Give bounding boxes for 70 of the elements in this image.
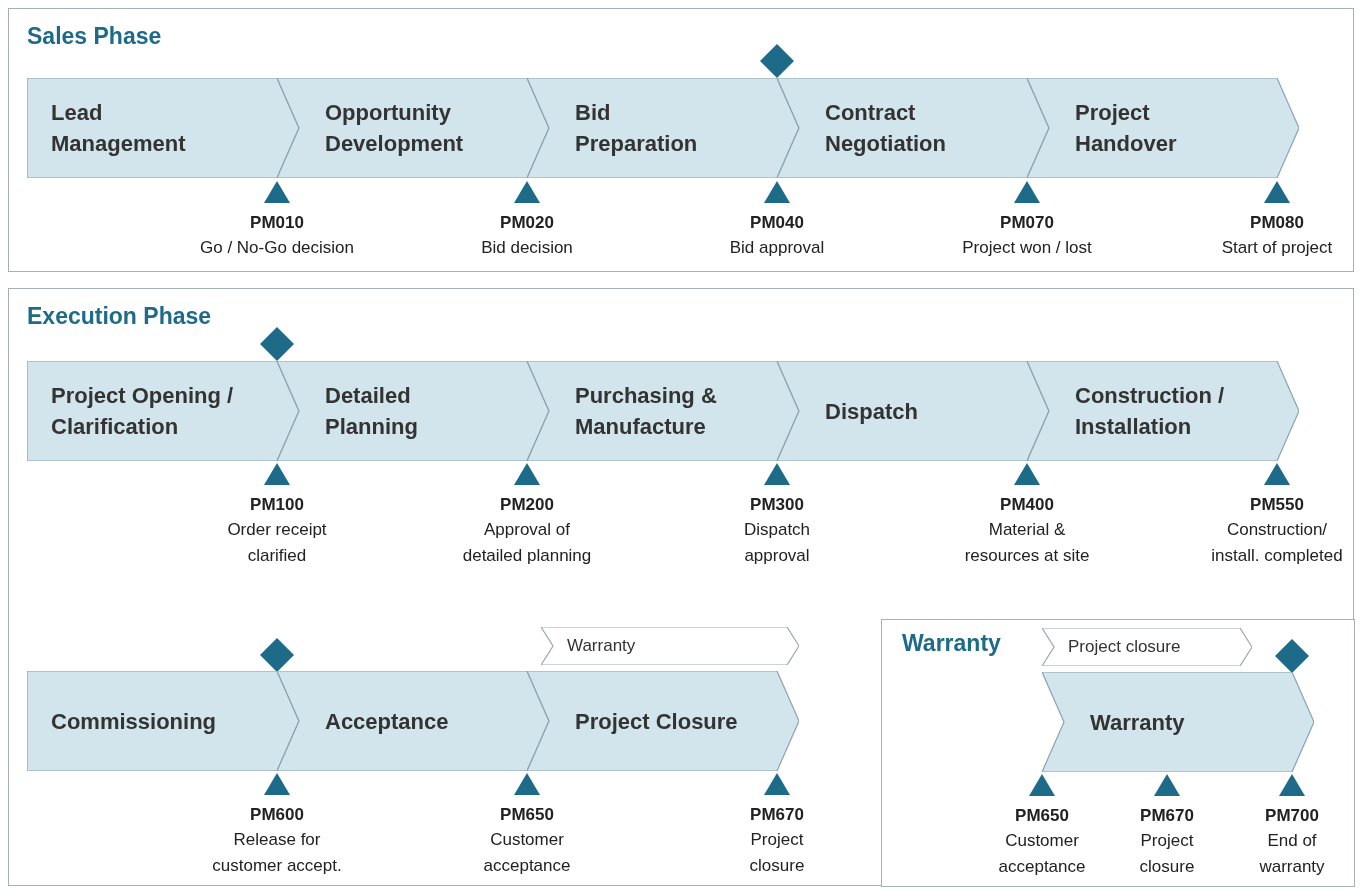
milestone-description: Material & resources at site <box>963 519 1091 567</box>
process-step <box>527 671 799 771</box>
phase-title: Warranty <box>902 630 1001 657</box>
chevron-label: Lead Management <box>51 99 187 158</box>
milestone-code: PM670 <box>1139 805 1195 827</box>
chevron-label: Contract Negotiation <box>825 99 947 158</box>
milestone-code: PM700 <box>1264 805 1320 827</box>
phase-panel <box>8 288 1354 886</box>
milestone-description: Dispatch approval <box>742 519 812 567</box>
warranty-panel <box>881 619 1355 887</box>
phase-panel <box>8 8 1354 272</box>
process-step <box>277 78 549 178</box>
process-step <box>777 361 1049 461</box>
milestone-description: Project closure <box>748 829 806 877</box>
chevron-label: Dispatch <box>825 397 918 426</box>
milestone-code: PM650 <box>1014 805 1070 827</box>
milestone-code: PM600 <box>249 804 305 826</box>
chevron-label: Purchasing & Manufacture <box>575 382 718 441</box>
chevron-label: Warranty <box>1090 708 1185 737</box>
chevron-label: Project Handover <box>1075 99 1178 158</box>
milestone-code: PM070 <box>999 212 1055 234</box>
milestone-code: PM400 <box>999 494 1055 516</box>
milestone-code: PM300 <box>749 494 805 516</box>
chevron-label: Commissioning <box>51 707 216 736</box>
milestone-code: PM200 <box>499 494 555 516</box>
chevron-label: Opportunity Development <box>325 99 465 158</box>
process-step <box>1027 361 1299 461</box>
milestone-code: PM670 <box>749 804 805 826</box>
process-step <box>527 361 799 461</box>
milestone-code: PM020 <box>499 212 555 234</box>
milestone-description: Approval of detailed planning <box>461 519 593 567</box>
chevron-label: Project Opening / Clarification <box>51 382 235 441</box>
chevron-label: Detailed Planning <box>325 382 419 441</box>
chevron-label: Acceptance <box>325 707 449 736</box>
chevron-label: Construction / Installation <box>1075 382 1226 441</box>
process-step <box>277 671 549 771</box>
process-step <box>1027 78 1299 178</box>
chevron-label: Warranty <box>567 635 636 657</box>
milestone-description: Release for customer accept. <box>211 829 343 877</box>
milestone-description: Bid approval <box>728 237 826 259</box>
milestone-description: Project closure <box>1138 830 1196 878</box>
milestone-description: Customer acceptance <box>997 830 1087 878</box>
milestone-description: Project won / lost <box>961 237 1093 259</box>
milestone-description: Start of project <box>1220 237 1334 259</box>
process-step <box>27 361 299 461</box>
phase-title: Execution Phase <box>27 303 212 330</box>
process-step <box>27 78 299 178</box>
milestone-code: PM100 <box>249 494 305 516</box>
phase-title: Sales Phase <box>27 23 162 50</box>
milestone-code: PM550 <box>1249 494 1305 516</box>
milestone-code: PM040 <box>749 212 805 234</box>
milestone-code: PM010 <box>249 212 305 234</box>
milestone-code: PM080 <box>1249 212 1305 234</box>
process-step <box>1042 672 1314 772</box>
milestone-code: PM650 <box>499 804 555 826</box>
milestone-description: Customer acceptance <box>482 829 572 877</box>
chevron-label: Project closure <box>1068 636 1181 658</box>
chevron-label: Project Closure <box>575 707 738 736</box>
process-step <box>527 78 799 178</box>
process-step <box>777 78 1049 178</box>
step-tag <box>1042 628 1252 666</box>
process-step <box>277 361 549 461</box>
process-step <box>27 671 299 771</box>
milestone-description: Construction/ install. completed <box>1210 519 1344 567</box>
step-tag <box>541 627 799 665</box>
milestone-description: End of warranty <box>1258 830 1326 878</box>
milestone-description: Bid decision <box>480 237 574 259</box>
chevron-label: Bid Preparation <box>575 99 699 158</box>
milestone-description: Order receipt clarified <box>226 519 328 567</box>
milestone-description: Go / No-Go decision <box>199 237 355 259</box>
